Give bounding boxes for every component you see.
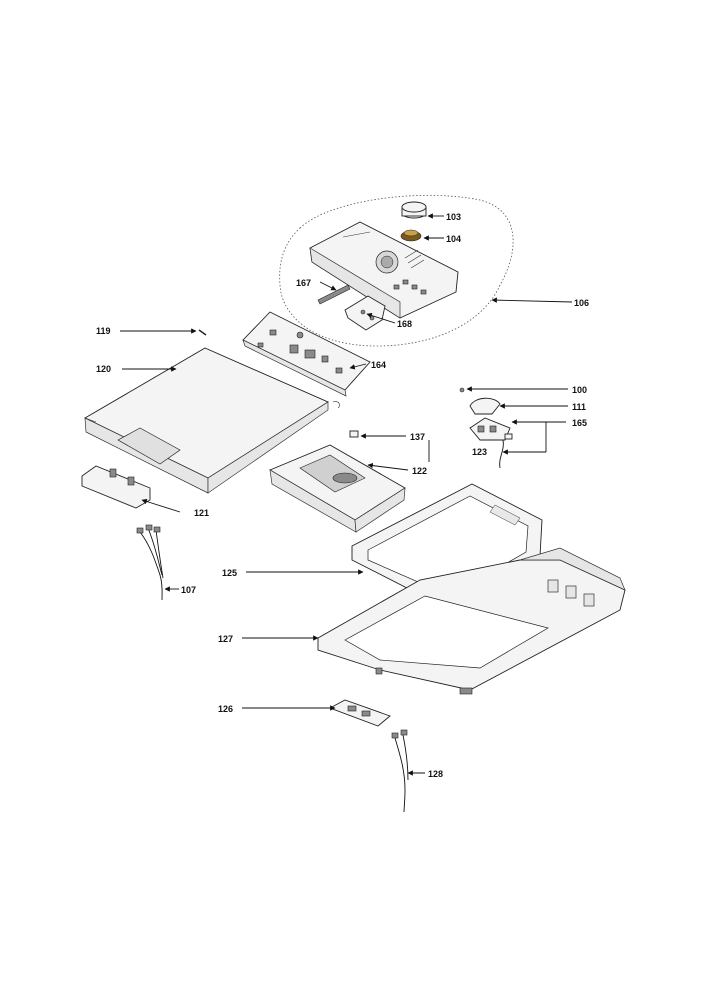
part-111-pressure-switch	[469, 397, 501, 415]
part-126-bracket	[328, 699, 391, 727]
callout-104: 104	[446, 234, 461, 244]
part-119-pin	[198, 329, 207, 336]
callout-119: 119	[96, 326, 111, 336]
callout-106: 106	[574, 298, 589, 308]
callout-107: 107	[181, 585, 196, 595]
part-164-control-board	[242, 311, 371, 397]
part-106-control-panel	[309, 221, 459, 319]
callout-168: 168	[397, 319, 412, 329]
callout-100: 100	[572, 385, 587, 395]
callout-126: 126	[218, 704, 233, 714]
part-165-lid-lock	[469, 417, 513, 469]
part-lid-hinge-hook	[332, 401, 340, 409]
callout-137: 137	[410, 432, 425, 442]
part-128-wire-harness	[391, 729, 409, 813]
part-103-knob-cap	[401, 201, 427, 219]
callout-165: 165	[572, 418, 587, 428]
callout-103: 103	[446, 212, 461, 222]
assembly-106-boundary	[279, 195, 514, 347]
part-127-top-cover	[317, 547, 626, 695]
callout-128: 128	[428, 769, 443, 779]
part-107-wire-harness	[136, 524, 164, 601]
callout-167: 167	[296, 278, 311, 288]
callout-127: 127	[218, 634, 233, 644]
part-100-screw	[459, 387, 465, 393]
part-167-light-pipe	[317, 284, 351, 305]
part-122-dispenser	[268, 444, 406, 533]
part-120-lid	[84, 347, 329, 494]
callout-123: 123	[472, 447, 487, 457]
callout-120: 120	[96, 364, 111, 374]
callout-125: 125	[222, 568, 237, 578]
callout-122: 122	[412, 466, 427, 476]
callout-121: 121	[194, 508, 209, 518]
callout-111: 111	[572, 402, 586, 412]
part-137-clip	[349, 430, 359, 438]
callout-164: 164	[371, 360, 386, 370]
part-104-knob-base	[400, 229, 422, 242]
part-121-handle	[81, 465, 151, 509]
